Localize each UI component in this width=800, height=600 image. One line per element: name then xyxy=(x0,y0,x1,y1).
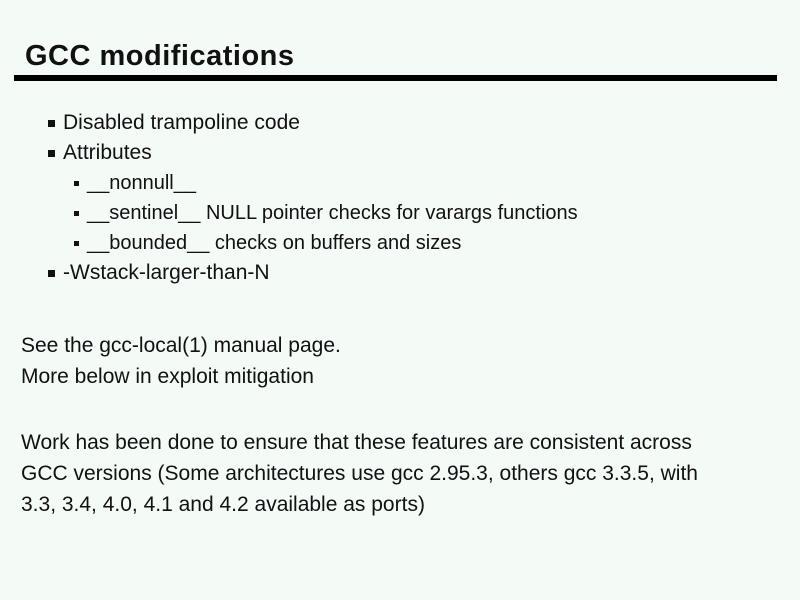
paragraph-line: GCC versions (Some architectures use gcc… xyxy=(21,462,698,485)
list-item: Disabled trampoline code xyxy=(0,108,800,138)
title-underline xyxy=(14,75,777,81)
paragraph-line: 3.3, 3.4, 4.0, 4.1 and 4.2 available as … xyxy=(21,493,425,516)
square-bullet-icon xyxy=(74,240,79,246)
note-line: More below in exploit mitigation xyxy=(21,365,314,388)
list-item-text: -Wstack-larger-than-N xyxy=(63,261,270,284)
square-bullet-icon xyxy=(74,180,79,186)
paragraph-line: Work has been done to ensure that these … xyxy=(21,431,692,454)
square-bullet-icon xyxy=(74,210,79,216)
square-bullet-icon xyxy=(48,269,55,277)
bullet-list: Disabled trampoline code Attributes __no… xyxy=(0,108,800,288)
list-item: __sentinel__ NULL pointer checks for var… xyxy=(0,198,800,228)
list-item-text: Disabled trampoline code xyxy=(63,111,300,134)
notes-block: See the gcc-local(1) manual page. More b… xyxy=(21,330,341,392)
list-item: __bounded__ checks on buffers and sizes xyxy=(0,228,800,258)
note-line: See the gcc-local(1) manual page. xyxy=(21,334,341,357)
list-item-text: __nonnull__ xyxy=(87,171,196,194)
slide-title: GCC modifications xyxy=(25,40,295,72)
square-bullet-icon xyxy=(48,149,55,157)
list-item: Attributes xyxy=(0,138,800,168)
list-item: -Wstack-larger-than-N xyxy=(0,258,800,288)
list-item: __nonnull__ xyxy=(0,168,800,198)
paragraph-block: Work has been done to ensure that these … xyxy=(21,427,698,520)
list-item-text: __bounded__ checks on buffers and sizes xyxy=(87,231,462,254)
square-bullet-icon xyxy=(48,119,55,127)
list-item-text: Attributes xyxy=(63,141,152,164)
list-item-text: __sentinel__ NULL pointer checks for var… xyxy=(87,201,578,224)
